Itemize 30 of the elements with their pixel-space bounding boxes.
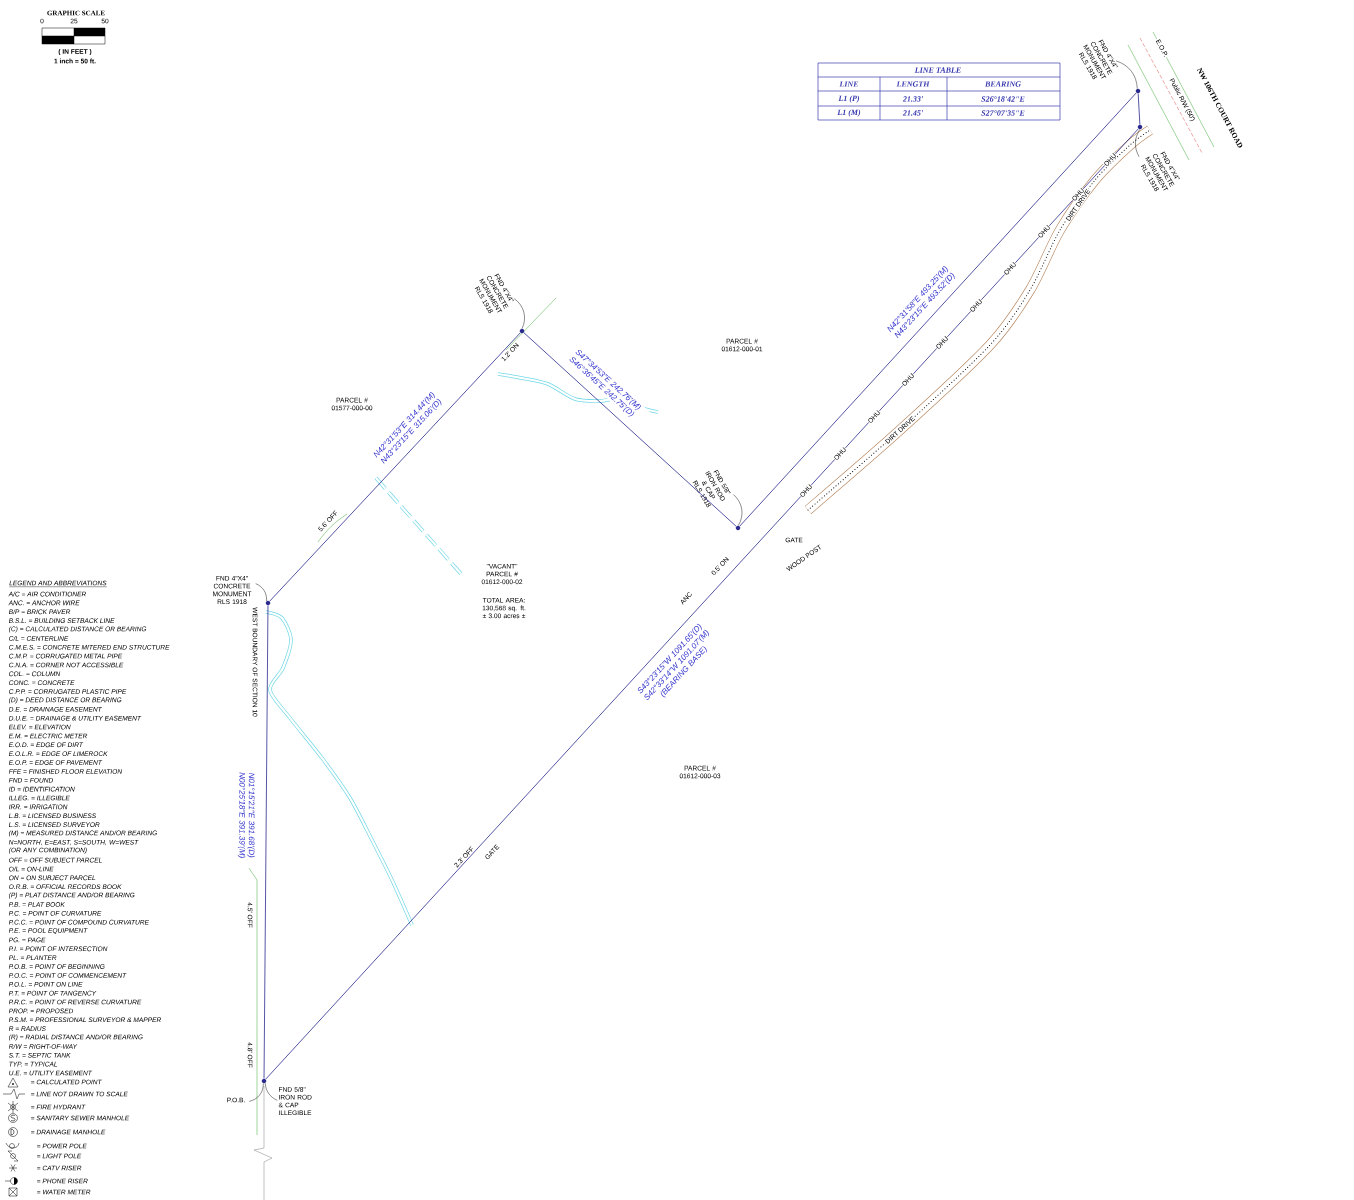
survey-point (1135, 88, 1141, 94)
leader-line (1135, 129, 1140, 157)
survey-point (735, 525, 741, 531)
table-entry: L1 (P) (838, 95, 860, 103)
boundary-line (1137, 93, 1141, 125)
leader-line (255, 583, 267, 602)
table-entry: S27°07'35"E (981, 110, 1025, 116)
leader-line (514, 298, 525, 329)
table-entry: S26°18'42"E (981, 96, 1025, 102)
survey-point (261, 1078, 267, 1084)
leader-line (1115, 60, 1138, 89)
table-heading: LENGTH (896, 81, 930, 87)
leader-line (733, 494, 743, 526)
table-entry: 21.45' (902, 110, 923, 116)
survey-point (519, 328, 525, 334)
boundary-line (265, 128, 1139, 1080)
table-heading: BEARING (984, 81, 1021, 87)
bearing-label: N01°15'21"E 391.68'(D) N00°25'18"E 391.39'(M) (236, 762, 256, 869)
survey-point (1137, 124, 1143, 130)
boundary-line (739, 92, 1137, 527)
boundary-line (523, 332, 737, 527)
table-entry: 21.33' (902, 96, 923, 102)
boundary-line (263, 605, 269, 1079)
leader-line (249, 1083, 264, 1102)
table-title: LINE TABLE (914, 67, 961, 73)
table-entry: L1 (M) (837, 109, 861, 117)
table-heading: LINE (839, 81, 859, 87)
survey-point (265, 600, 271, 606)
leader-line (264, 1082, 278, 1101)
boundary-line (269, 332, 521, 602)
